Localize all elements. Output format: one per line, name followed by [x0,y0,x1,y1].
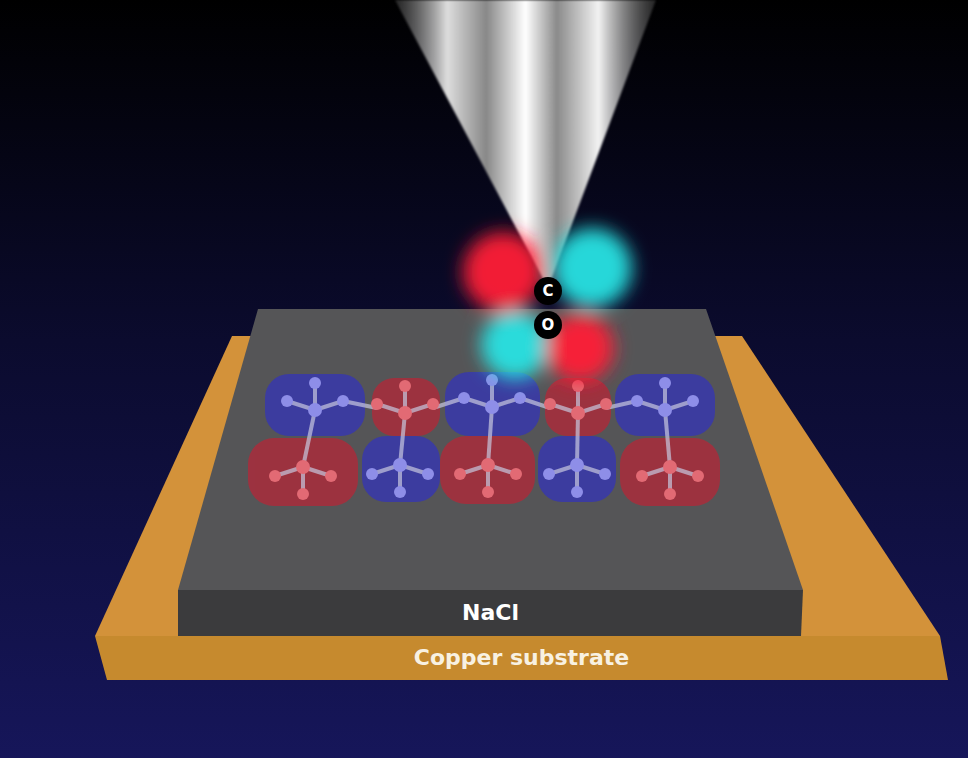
atom-label: C [542,284,553,299]
layer-face: NaCl [178,590,803,636]
layer-label: Copper substrate [414,647,629,669]
atom-node: C [534,277,562,305]
layer-face: Copper substrate [95,636,948,680]
molecule-atoms [269,374,704,500]
nacl-top-face [178,309,803,590]
layer-label: NaCl [462,602,519,624]
molecular-orbital [248,372,720,506]
atom-node: O [534,311,562,339]
co-orbital [463,228,632,382]
atom-label: O [542,318,555,333]
